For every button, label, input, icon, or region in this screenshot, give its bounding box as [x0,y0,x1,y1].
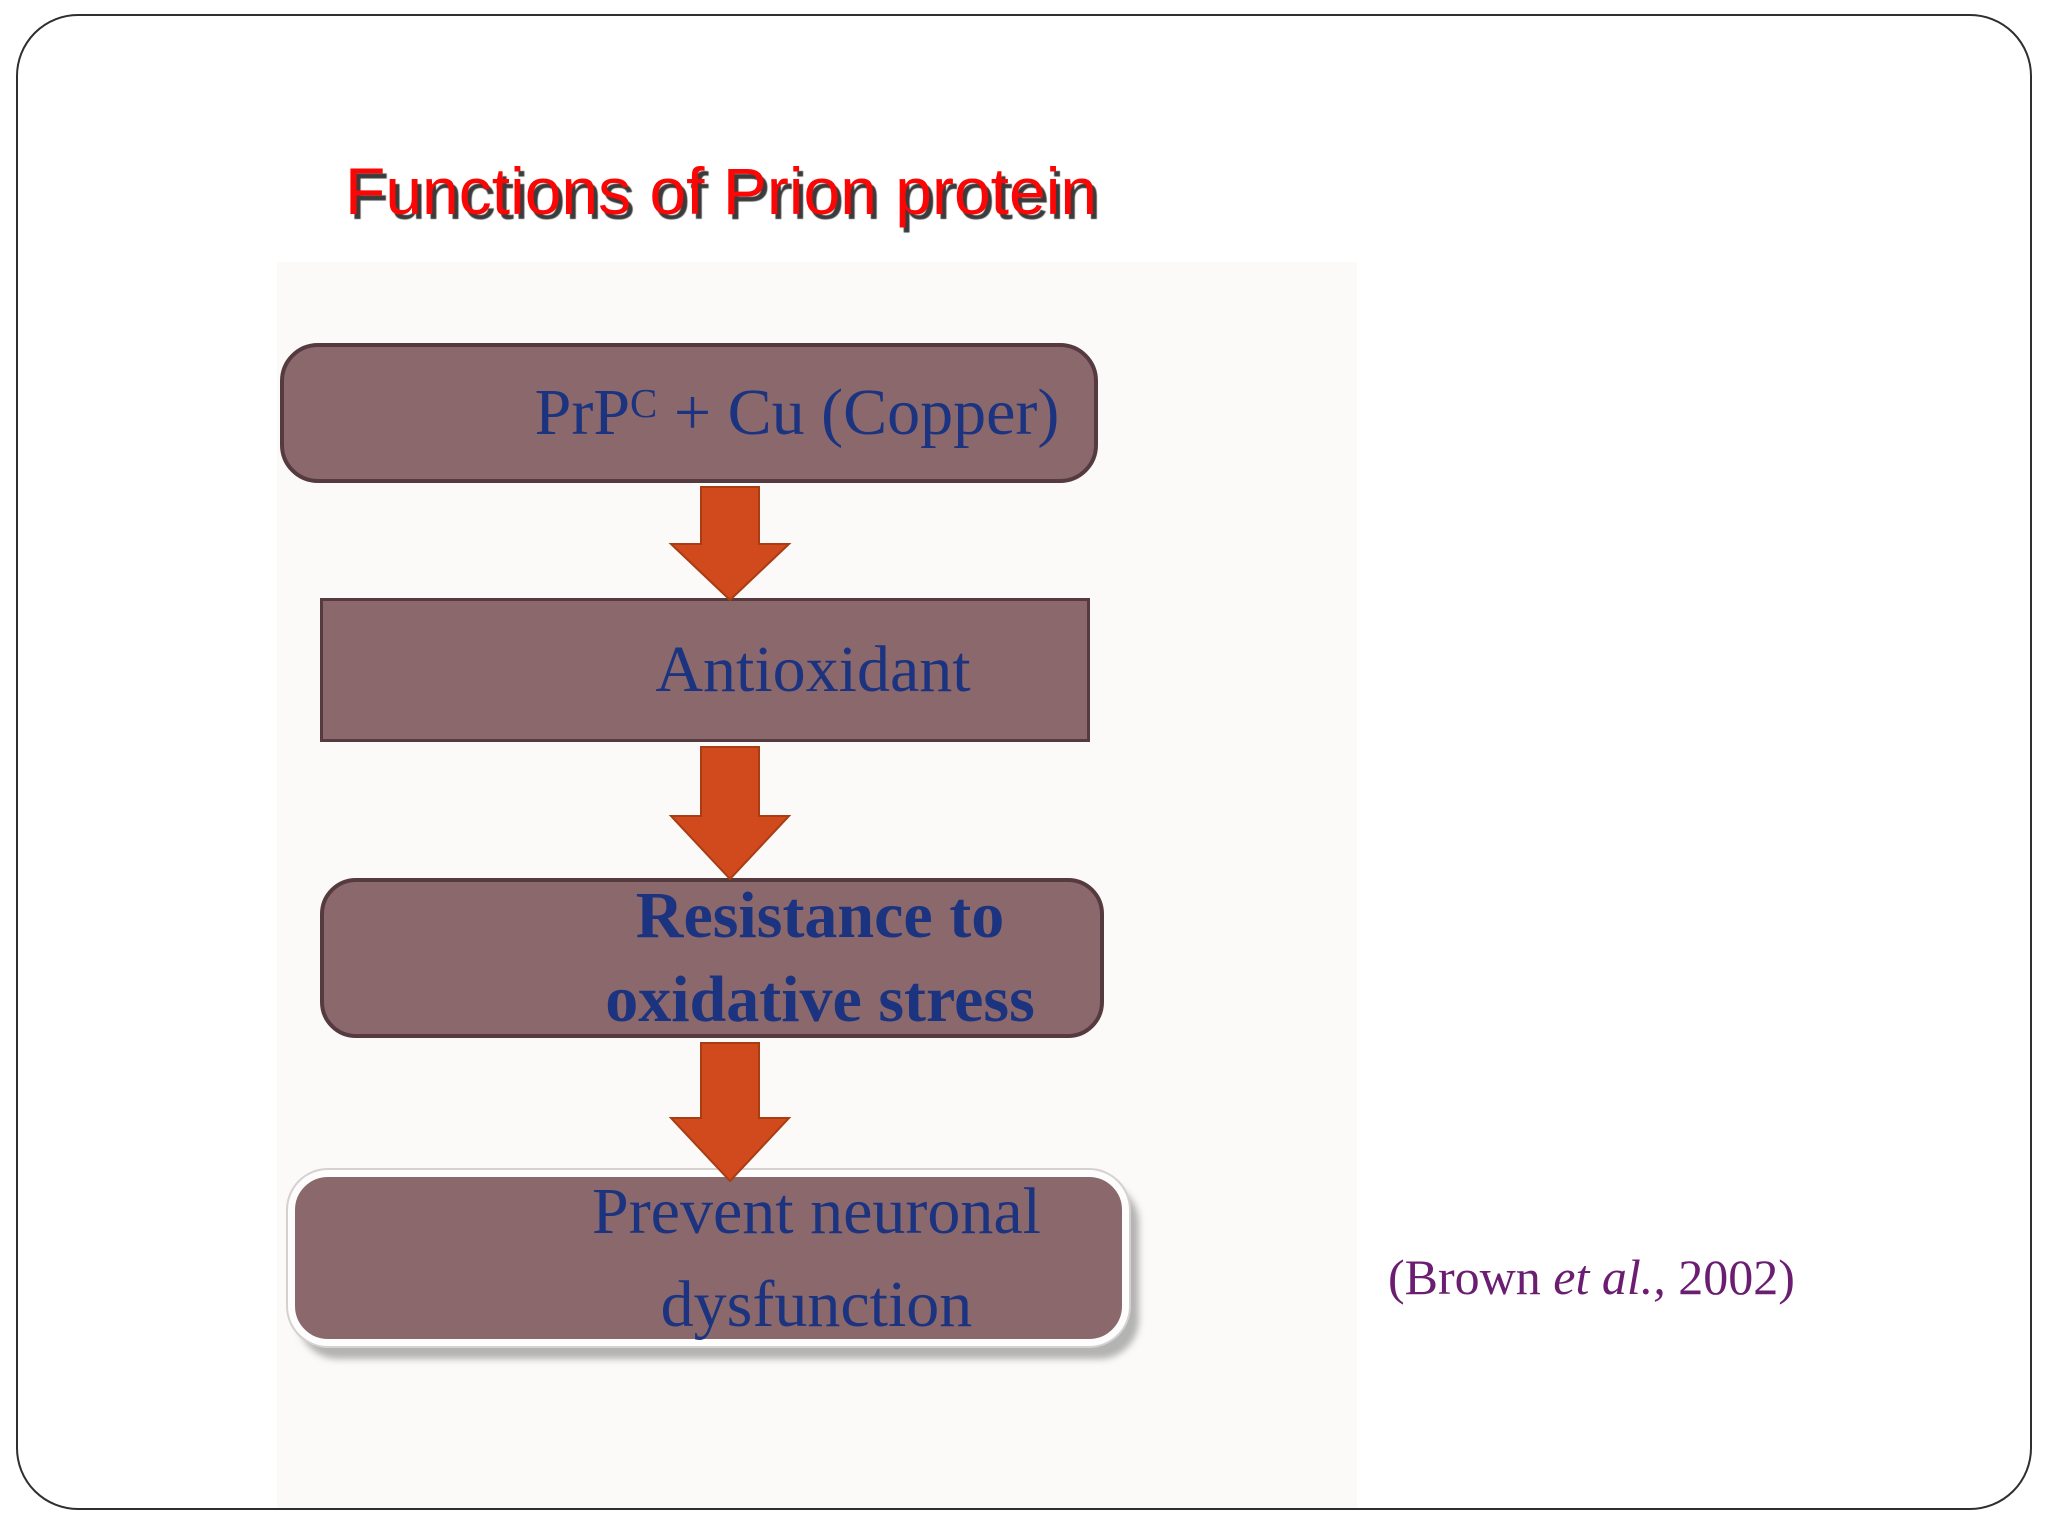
box-label-prpc-copper: PrPC + Cu (Copper) [392,347,1202,479]
slide-title: Functions of Prion protein [345,154,1098,228]
box2-text: Antioxidant [655,633,971,707]
box3-line1: Resistance to [635,879,1005,952]
box-label-prevent-dysfunction: Prevent neuronal dysfunction [403,1175,1230,1341]
superscript-c: C [630,380,658,426]
citation-suffix: 2002) [1665,1249,1795,1305]
citation-prefix: (Brown [1388,1249,1554,1305]
box4-line1: Prevent neuronal [591,1175,1041,1248]
box-label-antioxidant: Antioxidant [431,601,1195,739]
flowchart-box-prpc-copper: PrPC + Cu (Copper) [280,343,1098,483]
slide-border [16,14,2032,1510]
flowchart-box-prevent-dysfunction: Prevent neuronal dysfunction [288,1170,1129,1346]
down-arrow-icon [668,486,792,601]
flowchart-box-resistance: Resistance to oxidative stress [320,878,1104,1038]
flowchart-box-antioxidant: Antioxidant [320,598,1090,742]
box3-line2: oxidative stress [605,963,1035,1036]
down-arrow-icon [668,746,792,880]
citation-etal: et al., [1553,1249,1666,1305]
citation: (Brown et al., 2002) [1388,1248,1795,1306]
down-arrow-icon [668,1042,792,1182]
box4-line2: dysfunction [660,1268,973,1341]
box1-text: PrPC + Cu (Copper) [534,376,1060,450]
box-label-resistance: Resistance to oxidative stress [432,879,1208,1036]
